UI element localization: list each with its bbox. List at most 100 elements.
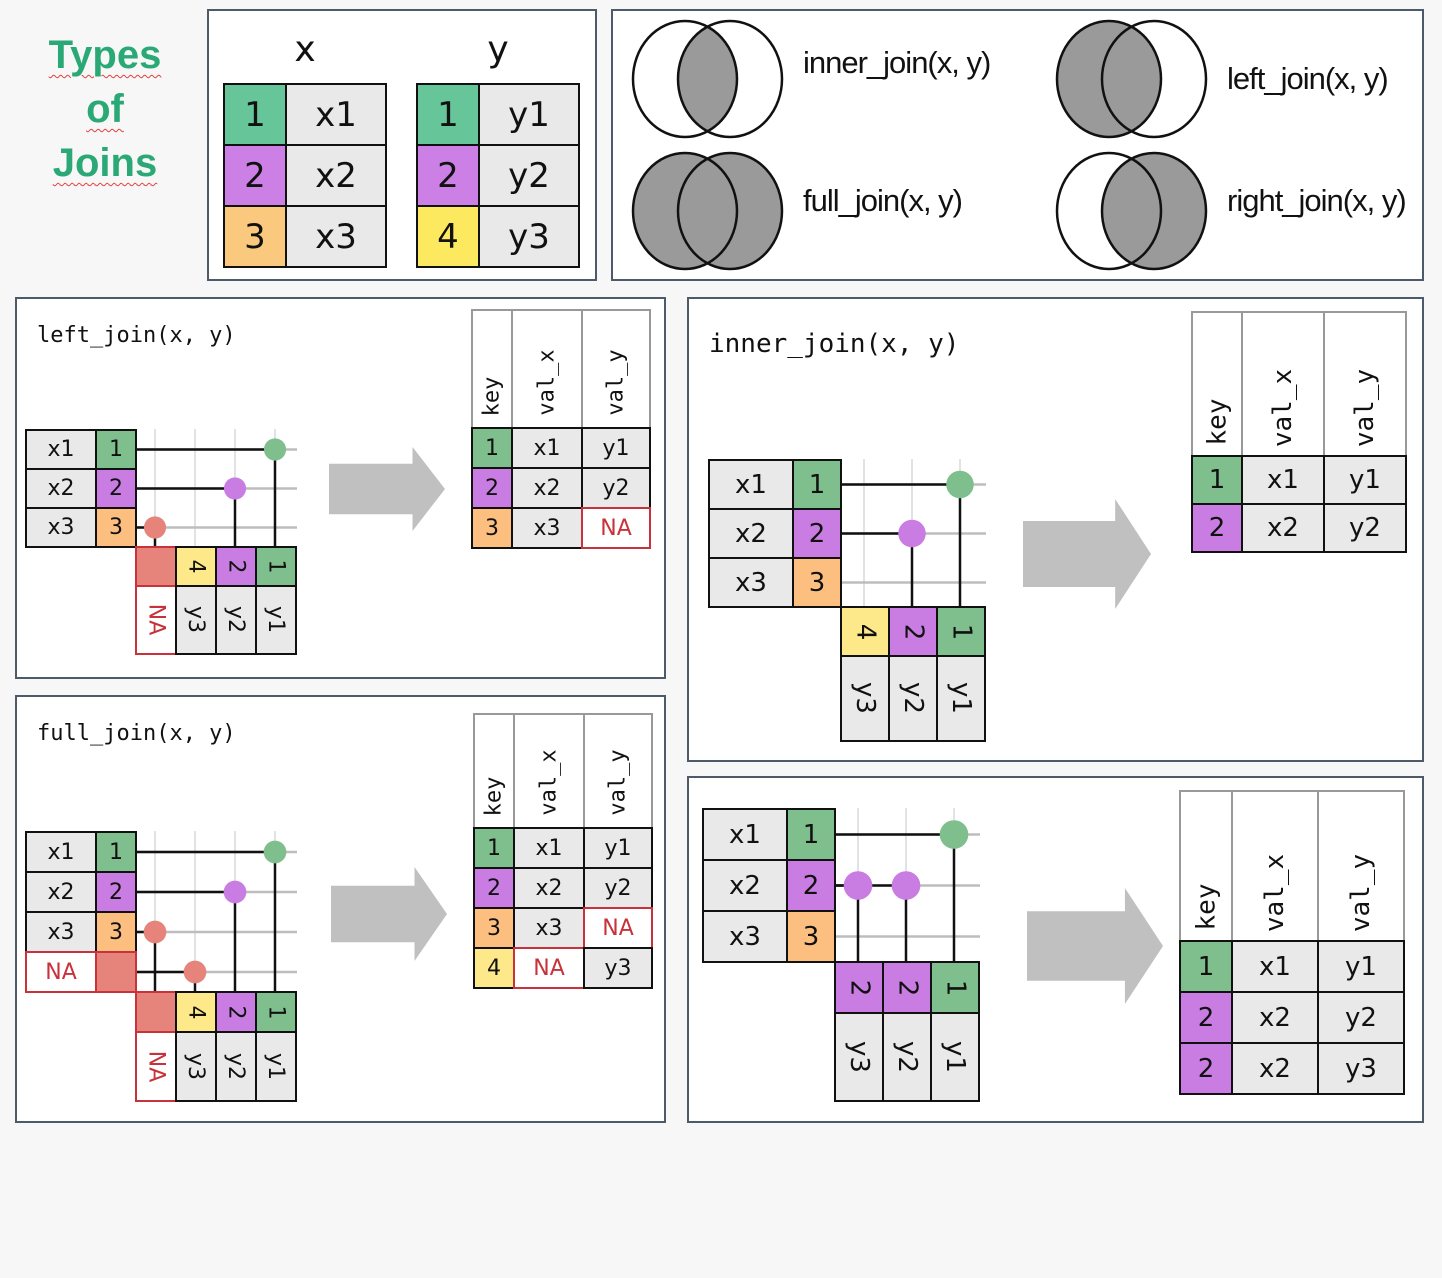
cell-text: y2 <box>602 475 630 501</box>
cell-text: x3 <box>47 515 75 540</box>
y-value-cell: y1 <box>255 1031 297 1103</box>
y-value-cell: NA <box>135 1031 177 1103</box>
cell-text: y2 <box>223 1053 249 1081</box>
cell-text: 4 <box>183 559 209 574</box>
venn-label-right: right_join(x, y) <box>1227 183 1407 218</box>
x-key-cell: 2 <box>792 508 842 559</box>
cell-text: x2 <box>47 879 75 905</box>
cell-text: x2 <box>735 518 767 549</box>
y-value-cell: y2 <box>215 1031 257 1103</box>
cell-text: 1 <box>485 435 499 461</box>
value-cell: y2 <box>478 144 580 207</box>
result-value-cell: NA <box>581 507 651 549</box>
y-value-cell: y1 <box>255 585 297 655</box>
cell-text: NA <box>533 955 565 981</box>
cell-text: key <box>1191 883 1221 931</box>
venn-right-circle <box>676 19 784 139</box>
result-header-key: key <box>473 713 515 829</box>
cell-text: y1 <box>1345 951 1377 982</box>
cell-text: y2 <box>604 875 632 901</box>
y-key-cell: 1 <box>930 961 980 1014</box>
cell-text: y1 <box>263 606 289 634</box>
cell-text: x2 <box>1267 513 1299 543</box>
x-key-cell: 1 <box>95 831 137 873</box>
cell-text: 2 <box>487 875 501 901</box>
cell-text: NA <box>143 604 169 636</box>
cell-text: y2 <box>898 682 928 715</box>
cell-text: x2 <box>729 870 761 901</box>
venn-canvas <box>631 19 1208 271</box>
result-header-val_y: val_y <box>1323 311 1407 457</box>
key-cell: 3 <box>223 205 287 268</box>
match-dot <box>939 820 969 849</box>
cell-text: val_y <box>603 349 629 416</box>
cell-text: 2 <box>1197 1002 1215 1033</box>
cell-text: NA <box>143 1050 169 1083</box>
cell-text: 2 <box>109 476 123 501</box>
cell-text: y2 <box>223 606 249 634</box>
value-cell: x2 <box>285 144 387 207</box>
result-key-cell: 1 <box>473 827 515 869</box>
x-key-cell: 1 <box>95 429 137 470</box>
cell-text: y2 <box>1349 513 1381 543</box>
cell-text: y1 <box>508 94 550 135</box>
result-key-cell: 2 <box>1191 503 1243 553</box>
cell-text: x3 <box>315 216 357 257</box>
key-cell: 2 <box>416 144 480 207</box>
y-key-cell: 4 <box>175 991 217 1033</box>
x-value-cell: x1 <box>25 429 97 470</box>
cell-text: x1 <box>47 839 75 865</box>
key-cell: 1 <box>223 83 287 146</box>
cell-text: 1 <box>1197 951 1215 982</box>
x-value-cell: x3 <box>25 507 97 548</box>
join-label: full_join(x, y) <box>37 721 236 746</box>
x-value-cell: x1 <box>708 459 794 510</box>
y-value-cell: y2 <box>215 585 257 655</box>
arrow-icon <box>331 867 447 961</box>
cell-text: NA <box>600 515 632 541</box>
y-key-cell <box>135 991 177 1033</box>
cell-text: val_y <box>605 749 631 816</box>
value-cell: x3 <box>285 205 387 268</box>
cell-text: 2 <box>1197 1053 1215 1084</box>
cell-text: 2 <box>437 155 459 196</box>
y-value-cell: y3 <box>175 585 217 655</box>
cell-text: x3 <box>729 921 761 952</box>
cell-text: 1 <box>244 94 266 135</box>
result-value-cell: x2 <box>511 467 583 509</box>
x-value-cell: x1 <box>25 831 97 873</box>
venn-left-circle <box>1055 151 1163 271</box>
venn-full <box>631 151 784 271</box>
cell-text: y2 <box>508 155 550 196</box>
title-line: of <box>86 87 124 131</box>
cell-text: NA <box>45 959 77 985</box>
cell-text: 3 <box>487 915 501 941</box>
venn-intersection-fill <box>678 21 737 137</box>
cell-text: 4 <box>437 216 459 257</box>
cell-text: x3 <box>533 515 561 541</box>
x-key-cell: 2 <box>95 468 137 509</box>
y-key-cell: 2 <box>888 606 938 657</box>
match-dot <box>898 519 926 548</box>
y-value-cell: y1 <box>936 655 986 742</box>
result-value-cell: x2 <box>1241 503 1325 553</box>
cell-text: 1 <box>437 94 459 135</box>
x-key-cell: 2 <box>786 859 836 912</box>
venn-label-left: left_join(x, y) <box>1227 61 1389 96</box>
cell-text: x1 <box>315 94 357 135</box>
match-dot <box>263 840 287 864</box>
y-value-cell: y1 <box>930 1012 980 1103</box>
result-header-key: key <box>1179 790 1233 942</box>
cell-text: key <box>1202 398 1232 446</box>
venn-left <box>1055 19 1208 139</box>
cell-text: 3 <box>485 515 499 541</box>
cell-text: x1 <box>535 835 563 861</box>
cell-text: 1 <box>1208 465 1226 495</box>
cell-text: 3 <box>109 515 123 540</box>
cell-text: y1 <box>604 835 632 861</box>
result-value-cell: x2 <box>1231 991 1319 1044</box>
cell-text: 2 <box>891 979 922 996</box>
